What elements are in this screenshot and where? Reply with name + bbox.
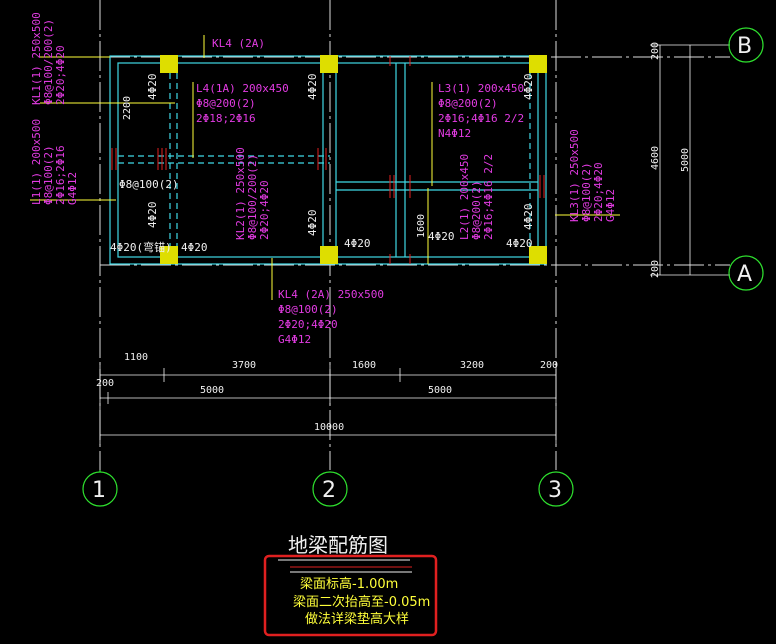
rebar-mark: 4Φ20 xyxy=(522,74,535,101)
svg-text:G4Φ12: G4Φ12 xyxy=(278,333,311,346)
kl4-bottom-annotation: KL4 (2A) 250x500 Φ8@100(2) 2Φ20;4Φ20 G4Φ… xyxy=(278,288,384,346)
drawing-title: 地梁配筋图 xyxy=(288,533,388,557)
svg-text:2Φ20;4Φ20: 2Φ20;4Φ20 xyxy=(278,318,338,331)
rebar-mark: 4Φ20 xyxy=(306,210,319,237)
column xyxy=(320,246,338,264)
rebar-mark: 4Φ20 xyxy=(306,74,319,101)
svg-text:Φ8@200(2): Φ8@200(2) xyxy=(470,180,483,240)
svg-text:2Φ20;4Φ20: 2Φ20;4Φ20 xyxy=(258,180,271,240)
column xyxy=(529,246,547,264)
svg-text:G4Φ12: G4Φ12 xyxy=(604,189,617,222)
svg-text:2Φ20;4Φ20: 2Φ20;4Φ20 xyxy=(54,45,67,105)
dim-200-bottom: 200 xyxy=(650,260,661,278)
svg-text:L3(1) 200x450: L3(1) 200x450 xyxy=(438,82,524,95)
dim-200-right: 200 xyxy=(540,360,558,371)
dim-200-left: 200 xyxy=(96,378,114,389)
note-line: 做法详梁垫高大样 xyxy=(305,611,409,627)
column xyxy=(160,55,178,73)
svg-text:2Φ16;2Φ16: 2Φ16;2Φ16 xyxy=(54,145,67,205)
dim-5000-left: 5000 xyxy=(200,385,224,396)
svg-text:2Φ18;2Φ16: 2Φ18;2Φ16 xyxy=(196,112,256,125)
svg-text:2Φ16;4Φ16 2/2: 2Φ16;4Φ16 2/2 xyxy=(438,112,524,125)
l4-annotation: L4(1A) 200x450 Φ8@200(2) 2Φ18;2Φ16 xyxy=(196,82,289,125)
axis-label-2: 2 xyxy=(322,478,336,503)
svg-text:KL4 (2A) 250x500: KL4 (2A) 250x500 xyxy=(278,288,384,301)
dim-200-top: 200 xyxy=(650,42,661,60)
l3-annotation: L3(1) 200x450 Φ8@200(2) 2Φ16;4Φ16 2/2 N4… xyxy=(438,82,524,140)
kl3-annotation: KL3(1) 250x500 Φ8@100(2) 2Φ20;4Φ20 G4Φ12 xyxy=(568,129,617,222)
rebar-mark: 4Φ20 xyxy=(146,202,159,229)
dimension-lines xyxy=(99,44,730,445)
svg-text:Φ8@100/200(2): Φ8@100/200(2) xyxy=(42,19,55,105)
svg-text:KL1(1) 250x500: KL1(1) 250x500 xyxy=(30,12,43,105)
dim-1100: 1100 xyxy=(124,352,148,363)
dim-10000: 10000 xyxy=(314,422,344,433)
dim-2200: 2200 xyxy=(122,96,133,120)
rebar-mark: 4Φ20 xyxy=(181,241,208,254)
column xyxy=(529,55,547,73)
kl2-annotation: KL2(1) 250x500 Φ8@100/200(2) 2Φ20;4Φ20 xyxy=(234,147,271,240)
notes-highlight-box xyxy=(263,554,438,637)
dim-1600-vertical: 1600 xyxy=(416,214,427,238)
column xyxy=(320,55,338,73)
svg-text:Φ8@100(2): Φ8@100(2) xyxy=(278,303,338,316)
svg-text:Φ8@100/200(2): Φ8@100/200(2) xyxy=(246,154,259,240)
rebar-mark: Φ8@100(2) xyxy=(119,178,179,191)
dim-5000-right: 5000 xyxy=(428,385,452,396)
svg-text:KL3(1) 250x500: KL3(1) 250x500 xyxy=(568,129,581,222)
rebar-mark: 4Φ20(弯锚) xyxy=(110,240,172,254)
svg-text:2Φ20;4Φ20: 2Φ20;4Φ20 xyxy=(592,162,605,222)
axis-label-b: B xyxy=(737,34,752,59)
svg-text:L4(1A) 200x450: L4(1A) 200x450 xyxy=(196,82,289,95)
rebar-mark: 4Φ20 xyxy=(522,204,535,231)
svg-text:Φ8@200(2): Φ8@200(2) xyxy=(196,97,256,110)
svg-text:Φ8@200(2): Φ8@200(2) xyxy=(438,97,498,110)
rebar-mark: 4Φ20 xyxy=(428,230,455,243)
svg-text:L2(1) 200x450: L2(1) 200x450 xyxy=(458,154,471,240)
grid-lines xyxy=(99,0,730,470)
columns xyxy=(160,55,547,264)
svg-text:KL2(1) 250x500: KL2(1) 250x500 xyxy=(234,147,247,240)
kl4-top-label: KL4 (2A) xyxy=(212,37,265,50)
note-line: 梁面二次抬高至-0.05m xyxy=(293,594,430,610)
note-line: 梁面标高-1.00m xyxy=(300,576,398,592)
svg-text:2Φ16;4Φ16 2/2: 2Φ16;4Φ16 2/2 xyxy=(482,154,495,240)
svg-text:L1(1) 200x500: L1(1) 200x500 xyxy=(30,119,43,205)
dim-1600: 1600 xyxy=(352,360,376,371)
rebar-mark: 4Φ20 xyxy=(506,237,533,250)
svg-text:G4Φ12: G4Φ12 xyxy=(66,172,79,205)
axis-label-3: 3 xyxy=(548,478,562,503)
kl1-annotation: KL1(1) 250x500 Φ8@100/200(2) 2Φ20;4Φ20 xyxy=(30,12,67,105)
rebar-mark: 4Φ20 xyxy=(344,237,371,250)
dim-3200: 3200 xyxy=(460,360,484,371)
axis-bubbles xyxy=(82,27,764,507)
rebar-mark: 4Φ20 xyxy=(146,74,159,101)
svg-text:Φ8@100(2): Φ8@100(2) xyxy=(42,145,55,205)
leader-lines xyxy=(30,35,620,300)
dim-4600: 4600 xyxy=(650,146,661,170)
svg-text:N4Φ12: N4Φ12 xyxy=(438,127,471,140)
dim-3700: 3700 xyxy=(232,360,256,371)
stirrup-marks xyxy=(111,56,545,264)
svg-text:Φ8@100(2): Φ8@100(2) xyxy=(580,162,593,222)
axis-label-a: A xyxy=(737,262,752,287)
l2-annotation: L2(1) 200x450 Φ8@200(2) 2Φ16;4Φ16 2/2 xyxy=(458,154,495,240)
column xyxy=(160,246,178,264)
axis-label-1: 1 xyxy=(92,478,106,503)
dim-5000-vertical: 5000 xyxy=(680,148,691,172)
l1-annotation: L1(1) 200x500 Φ8@100(2) 2Φ16;2Φ16 G4Φ12 xyxy=(30,119,79,205)
